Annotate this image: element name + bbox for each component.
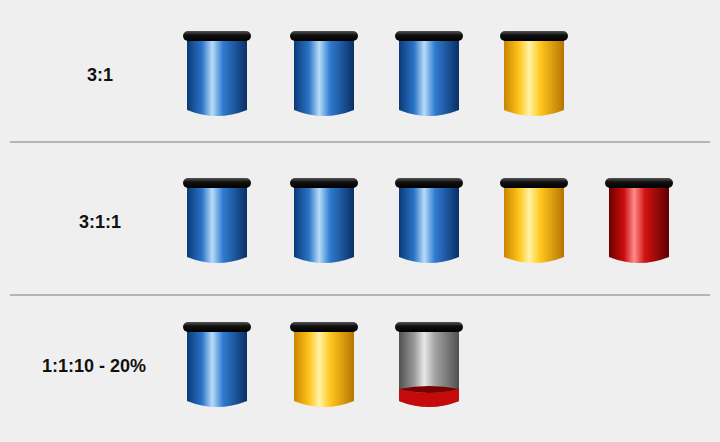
- ratio-label: 3:1:1: [79, 213, 121, 231]
- ratio-label: 1:1:10 - 20%: [42, 357, 146, 375]
- ratio-label: 3:1: [87, 66, 113, 84]
